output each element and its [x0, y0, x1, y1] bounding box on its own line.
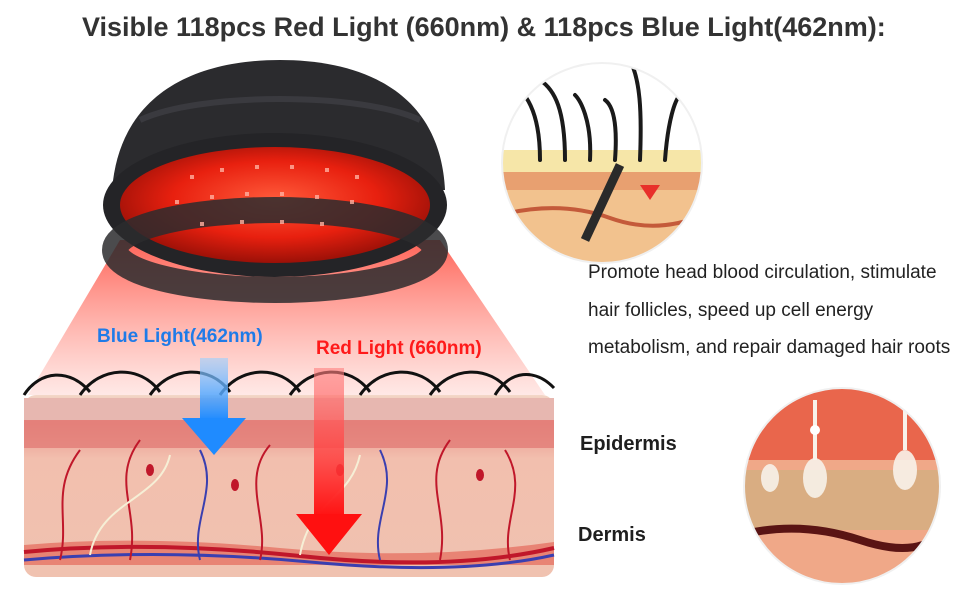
- blue-arrow-icon: [182, 358, 246, 455]
- benefit-description: Promote head blood circulation, stimulat…: [588, 262, 951, 358]
- red-arrow-icon: [296, 368, 362, 555]
- hair-root-closeup-icon: [744, 388, 940, 584]
- page-title: Visible 118pcs Red Light (660nm) & 118pc…: [82, 12, 886, 42]
- scalp-cross-section-icon: [22, 370, 556, 577]
- epidermis-label: Epidermis: [580, 433, 677, 455]
- red-light-label: Red Light (660nm): [316, 338, 482, 359]
- light-therapy-cap-icon: [102, 60, 448, 303]
- dermis-label: Dermis: [578, 524, 646, 546]
- blue-light-label: Blue Light(462nm): [97, 326, 263, 347]
